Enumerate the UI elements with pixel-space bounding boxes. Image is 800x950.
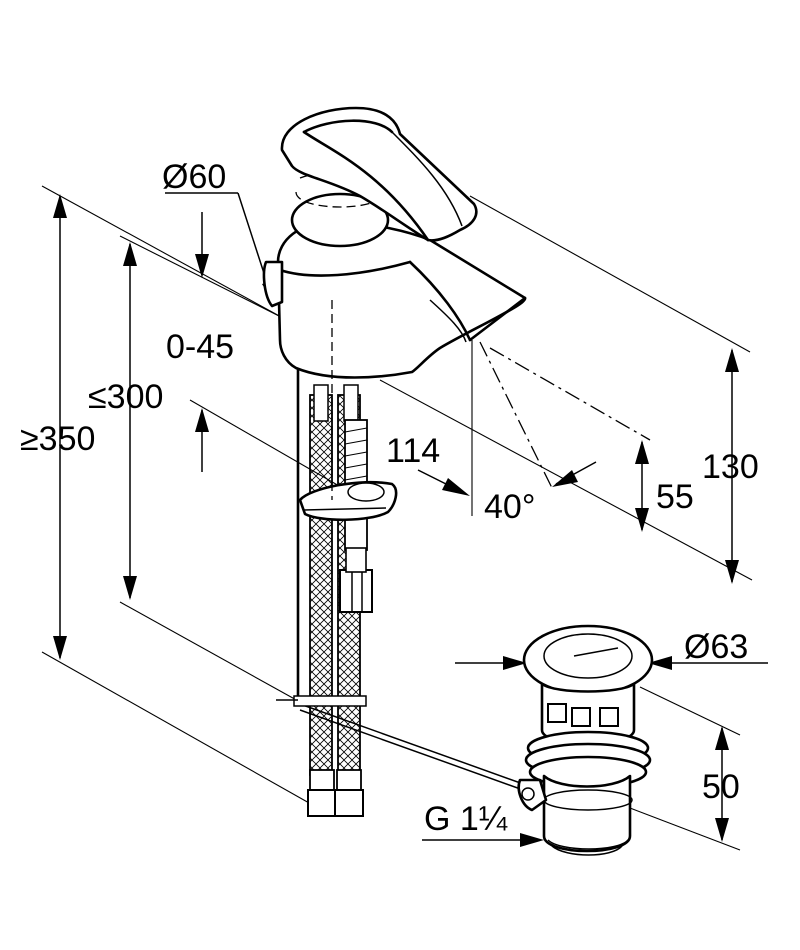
dimension-labels: Ø60 0-45 ≤300 ≥350 114 40° 55 130 Ø63 50… (20, 158, 759, 838)
faucet-body (262, 106, 527, 500)
spout-angle-label: 40° (484, 488, 535, 526)
waste-diameter-label: Ø63 (684, 628, 748, 666)
waste-height-label: 50 (702, 768, 740, 806)
arrowheads (53, 194, 739, 847)
total-height-label: 130 (702, 448, 759, 486)
waste-thread-label: G 1¼ (424, 800, 508, 838)
mounting-plate (298, 480, 398, 522)
aerator-diameter-label: Ø60 (162, 158, 226, 196)
max-deck-thickness-label: ≤300 (88, 378, 163, 416)
supply-hoses (276, 368, 373, 817)
popup-waste (517, 624, 654, 856)
projection-range-label: 0-45 (166, 328, 234, 366)
min-height-label: ≥350 (20, 420, 95, 458)
outlet-height-label: 55 (656, 478, 694, 516)
spout-reach-label: 114 (386, 432, 440, 470)
